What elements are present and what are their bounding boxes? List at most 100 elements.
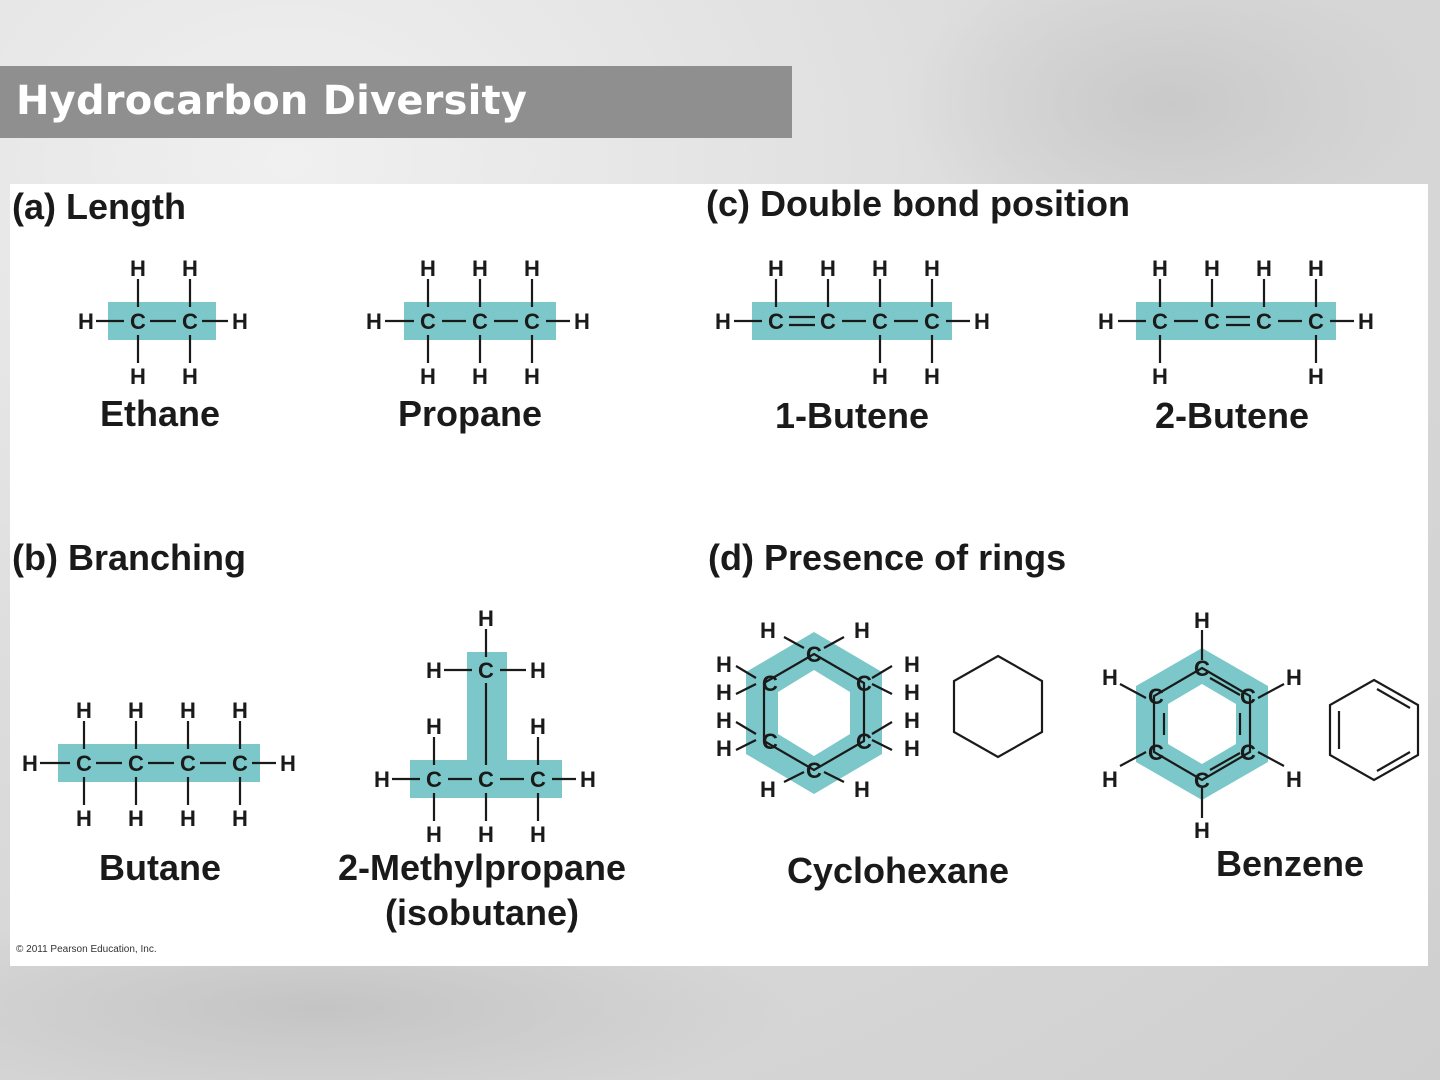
- svg-text:H: H: [130, 256, 146, 281]
- svg-text:C: C: [820, 309, 836, 334]
- svg-text:C: C: [768, 309, 784, 334]
- butene1-label: 1-Butene: [775, 395, 929, 436]
- svg-text:H: H: [820, 256, 836, 281]
- svg-text:H: H: [128, 698, 144, 723]
- svg-text:H: H: [580, 767, 596, 792]
- section-c-heading: (c) Double bond position: [706, 183, 1130, 224]
- ethane-label: Ethane: [100, 393, 220, 434]
- svg-text:H: H: [1194, 608, 1210, 633]
- svg-text:C: C: [1194, 656, 1210, 681]
- svg-text:H: H: [478, 822, 494, 847]
- cyclohexane-label: Cyclohexane: [787, 850, 1009, 891]
- butane-structure: H C C C C H H H H H H H H H: [22, 698, 296, 831]
- svg-text:C: C: [1204, 309, 1220, 334]
- cyclohexane-skeletal-icon: [952, 654, 1044, 759]
- svg-text:H: H: [1204, 256, 1220, 281]
- svg-text:C: C: [1240, 684, 1256, 709]
- svg-text:H: H: [472, 364, 488, 389]
- svg-text:H: H: [1194, 818, 1210, 843]
- propane-structure: H C C C H H H H H H H: [366, 256, 590, 389]
- svg-text:H: H: [1358, 309, 1374, 334]
- svg-text:H: H: [232, 309, 248, 334]
- svg-text:C: C: [524, 309, 540, 334]
- svg-text:H: H: [854, 618, 870, 643]
- svg-text:H: H: [924, 256, 940, 281]
- butene2-label: 2-Butene: [1155, 395, 1309, 436]
- ethane-structure: H C C H H H H H: [78, 256, 248, 389]
- svg-text:C: C: [472, 309, 488, 334]
- svg-text:H: H: [78, 309, 94, 334]
- svg-text:H: H: [1152, 364, 1168, 389]
- copyright-notice: © 2011 Pearson Education, Inc.: [16, 944, 157, 955]
- svg-text:H: H: [1098, 309, 1114, 334]
- isobutane-label: (isobutane): [385, 892, 579, 933]
- svg-text:C: C: [128, 751, 144, 776]
- svg-text:H: H: [1286, 767, 1302, 792]
- section-a-heading: (a) Length: [12, 186, 186, 227]
- svg-text:H: H: [130, 364, 146, 389]
- svg-text:C: C: [1240, 740, 1256, 765]
- svg-text:H: H: [1308, 256, 1324, 281]
- benzene-label: Benzene: [1216, 843, 1364, 884]
- svg-text:H: H: [420, 364, 436, 389]
- svg-text:C: C: [426, 767, 442, 792]
- svg-text:H: H: [232, 698, 248, 723]
- svg-text:H: H: [524, 256, 540, 281]
- svg-text:H: H: [128, 806, 144, 831]
- svg-text:C: C: [856, 671, 872, 696]
- svg-text:H: H: [366, 309, 382, 334]
- svg-text:H: H: [1102, 767, 1118, 792]
- svg-text:C: C: [1308, 309, 1324, 334]
- svg-text:H: H: [426, 658, 442, 683]
- svg-text:H: H: [1286, 665, 1302, 690]
- benzene-structure: C C C C C C H H H H H H: [1102, 608, 1302, 843]
- svg-text:H: H: [872, 364, 888, 389]
- butene2-structure: H C C C C H H H H H H H: [1098, 256, 1374, 389]
- svg-text:H: H: [182, 256, 198, 281]
- section-d-heading: (d) Presence of rings: [708, 537, 1066, 578]
- svg-text:C: C: [856, 729, 872, 754]
- svg-text:H: H: [530, 714, 546, 739]
- svg-text:C: C: [180, 751, 196, 776]
- svg-text:H: H: [716, 708, 732, 733]
- svg-text:C: C: [762, 729, 778, 754]
- svg-text:C: C: [762, 671, 778, 696]
- svg-text:H: H: [1102, 665, 1118, 690]
- svg-text:H: H: [872, 256, 888, 281]
- svg-text:H: H: [715, 309, 731, 334]
- svg-text:H: H: [760, 618, 776, 643]
- svg-text:C: C: [478, 658, 494, 683]
- svg-text:H: H: [22, 751, 38, 776]
- svg-text:H: H: [426, 822, 442, 847]
- svg-text:H: H: [478, 606, 494, 631]
- svg-text:H: H: [374, 767, 390, 792]
- svg-text:H: H: [904, 708, 920, 733]
- svg-text:H: H: [232, 806, 248, 831]
- butane-label: Butane: [99, 847, 221, 888]
- svg-text:H: H: [280, 751, 296, 776]
- svg-text:H: H: [768, 256, 784, 281]
- svg-text:C: C: [1194, 768, 1210, 793]
- svg-text:H: H: [530, 658, 546, 683]
- svg-text:C: C: [76, 751, 92, 776]
- svg-text:C: C: [872, 309, 888, 334]
- svg-text:C: C: [182, 309, 198, 334]
- butene1-structure: H C C C C H H H H H H H: [715, 256, 990, 389]
- svg-text:H: H: [426, 714, 442, 739]
- svg-text:H: H: [904, 652, 920, 677]
- svg-text:H: H: [904, 736, 920, 761]
- svg-text:C: C: [924, 309, 940, 334]
- svg-text:H: H: [180, 806, 196, 831]
- svg-text:H: H: [760, 777, 776, 802]
- svg-text:H: H: [854, 777, 870, 802]
- svg-text:C: C: [806, 642, 822, 667]
- svg-text:H: H: [524, 364, 540, 389]
- svg-text:C: C: [1148, 684, 1164, 709]
- title-bar: Hydrocarbon Diversity: [0, 66, 792, 138]
- svg-text:C: C: [1152, 309, 1168, 334]
- svg-text:H: H: [924, 364, 940, 389]
- svg-text:C: C: [1148, 740, 1164, 765]
- svg-text:H: H: [1308, 364, 1324, 389]
- svg-text:H: H: [1256, 256, 1272, 281]
